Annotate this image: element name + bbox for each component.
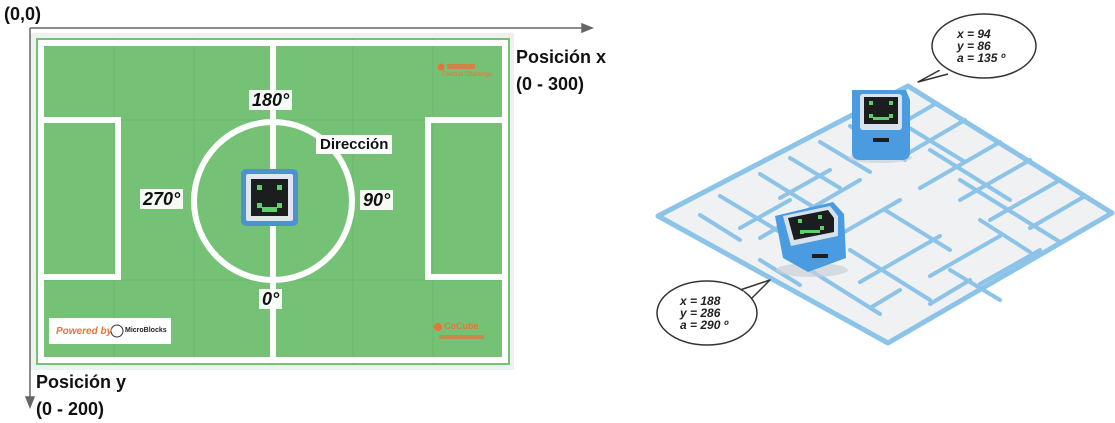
origin-label: (0,0)	[4, 4, 42, 24]
bubble-top	[917, 13, 1037, 83]
robot-top-angle: a = 135 º	[957, 51, 1006, 65]
bubble-top-text: x = 94 y = 86 a = 135 º	[957, 28, 1005, 64]
x-axis-label: Posición x	[516, 47, 607, 67]
angle-90: 90°	[360, 190, 394, 210]
robot-top-y: y = 86	[957, 39, 991, 53]
microblocks-icon	[110, 324, 124, 338]
cocube-text: CoCube	[444, 321, 479, 331]
y-axis-label: Posición y	[36, 372, 127, 392]
powered-by-text: Powered by	[56, 326, 113, 337]
y-axis-range: (0 - 200)	[36, 399, 105, 419]
robot-bottom-angle: a = 290 º	[680, 318, 729, 332]
axes	[24, 22, 595, 410]
robot-icon	[241, 169, 298, 226]
field-svg	[24, 22, 595, 410]
challenge-logo-text: Football Challenge	[441, 72, 493, 78]
bubble-bottom-text: x = 188 y = 286 a = 290 º	[680, 295, 728, 331]
robot-top	[848, 90, 912, 163]
robot-top-x: x = 94	[957, 27, 991, 41]
bubble-bottom	[656, 279, 771, 346]
maze-floor	[655, 83, 1115, 346]
robot-bottom	[775, 202, 848, 277]
angle-0: 0°	[259, 289, 283, 309]
powered-by-badge	[49, 318, 171, 344]
robot-bottom-y: y = 286	[680, 306, 721, 320]
maze-svg	[655, 13, 1115, 346]
x-axis-range: (0 - 300)	[516, 74, 585, 94]
direction-label: Dirección	[316, 135, 393, 154]
cocube-logo-mark	[434, 323, 484, 339]
angle-270: 270°	[140, 189, 184, 209]
robot-bottom-x: x = 188	[680, 294, 721, 308]
challenge-logo	[437, 63, 475, 71]
angle-180: 180°	[249, 90, 293, 110]
microblocks-text: MicroBlocks	[125, 327, 167, 334]
